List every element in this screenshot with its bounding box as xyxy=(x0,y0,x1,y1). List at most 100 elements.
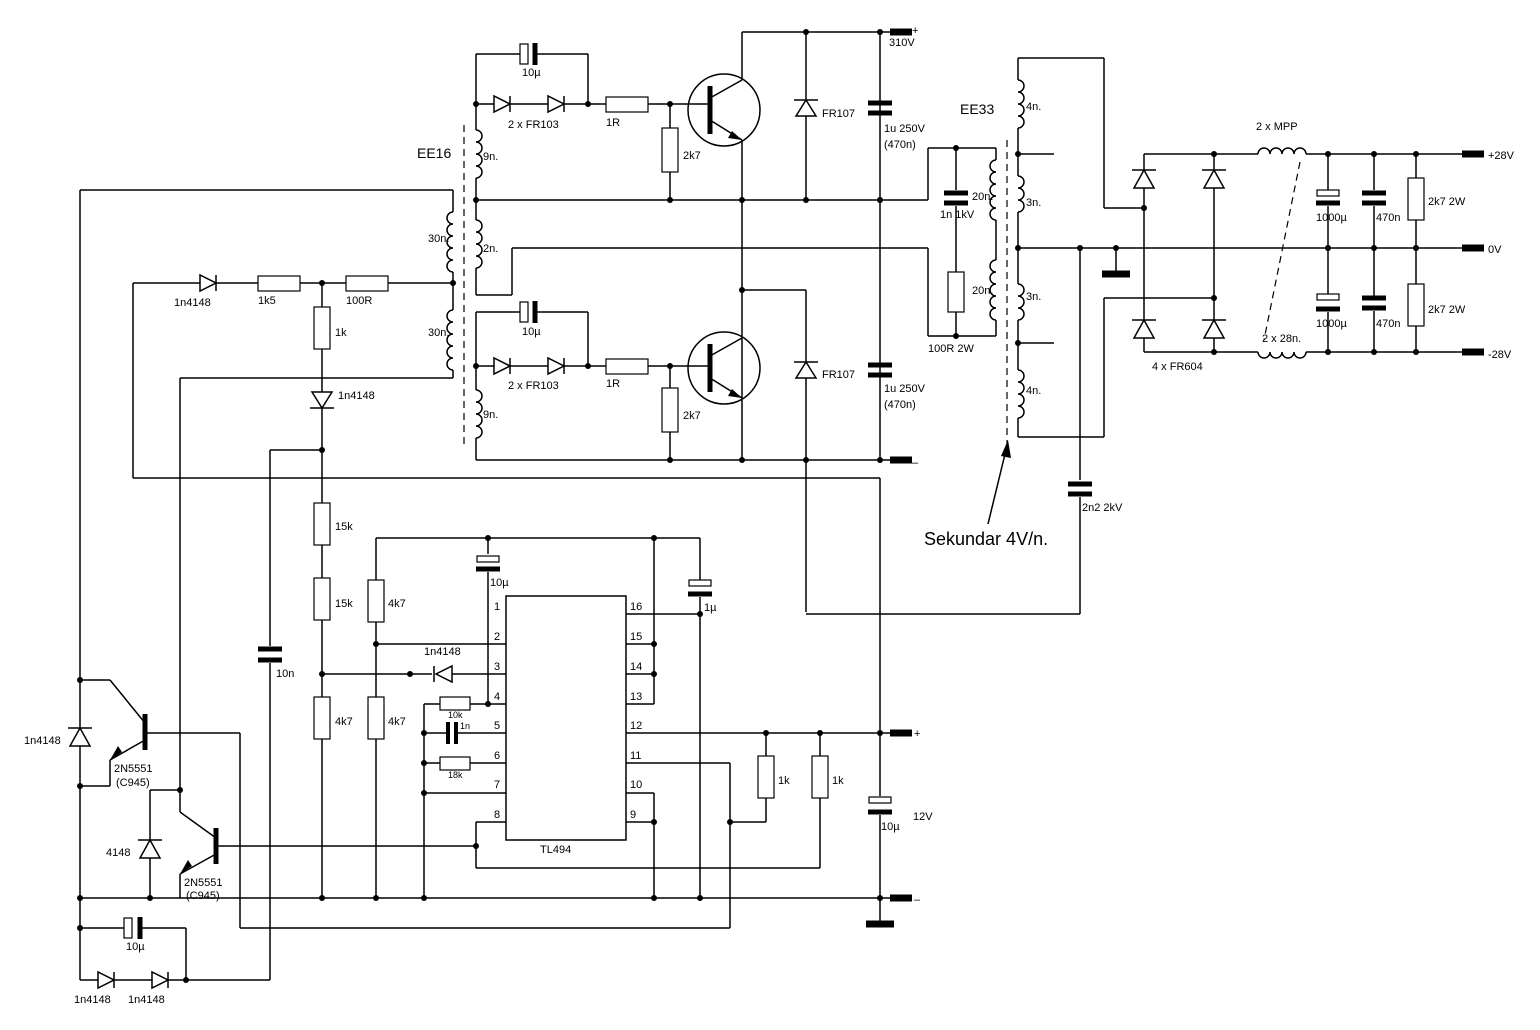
ee16-winding-mid xyxy=(475,219,483,269)
out-cap-1000-bot xyxy=(1316,293,1340,301)
out-cap-470-bot-label: 470n xyxy=(1376,318,1400,330)
r-4k7-a-label: 4k7 xyxy=(335,716,353,728)
secondary-note: Sekundar 4V/n. xyxy=(924,529,1048,549)
pin4-r-label: 10k xyxy=(448,710,463,720)
top-fr103-a xyxy=(493,94,512,114)
driver-transistors: 2N5551 (C945) 1n4148 2N5551 (C945) 4148 … xyxy=(24,190,730,1006)
pin-14: 14 xyxy=(630,661,642,673)
top-gate-2k7 xyxy=(661,127,679,173)
ee33-sec-3-label: 3n. xyxy=(1026,291,1041,303)
top-fr103-label: 2 x FR103 xyxy=(508,119,559,131)
ee16-winding-top-label: 9n. xyxy=(483,151,498,163)
v12-cap-label: 10µ xyxy=(881,821,900,833)
pin16-cap-label: 1µ xyxy=(704,602,717,614)
bridge-diode-4 xyxy=(1202,318,1226,339)
bottom-diode-b xyxy=(151,970,170,990)
bottom-gate-cap-label: 10µ xyxy=(522,326,541,338)
r-4k7-b-label: 4k7 xyxy=(388,598,406,610)
pin-1: 1 xyxy=(494,601,500,613)
pin-13: 13 xyxy=(630,691,642,703)
bottom-diode-a xyxy=(97,970,116,990)
bus-cap-bottom-alt: (470n) xyxy=(884,399,916,411)
feedback-network: 1n4148 1k5 100R 1k 1n4148 10n 15k 15k 4k… xyxy=(132,273,881,980)
r-15k-b-label: 15k xyxy=(335,598,353,610)
snubber-r-label: 100R 2W xyxy=(928,343,974,355)
ee16-winding-bot-label: 9n. xyxy=(483,409,498,421)
output-stage: 0V 2n2 2kV 4 x FR6 xyxy=(806,58,1515,615)
vref-cap-label: 10µ xyxy=(490,577,509,589)
pin-7: 7 xyxy=(494,779,500,791)
r-15k-a-label: 15k xyxy=(335,521,353,533)
bus-cap-top-alt: (470n) xyxy=(884,139,916,151)
bottom-gate-2k7 xyxy=(661,387,679,433)
fb-diode-2-label: 1n4148 xyxy=(338,390,375,402)
pin-15: 15 xyxy=(630,631,642,643)
bridge-diode-2 xyxy=(1202,168,1226,189)
r-4k7-c xyxy=(367,696,385,740)
tl494-label: TL494 xyxy=(540,844,571,856)
ee33-sec-4 xyxy=(1017,369,1025,419)
v12-cap xyxy=(868,796,892,804)
bottom-gate-cap xyxy=(519,301,529,323)
v12-minus-label: – xyxy=(914,894,921,906)
ee33-transformer: EE33 20n. 20n. 1n 1kV 100R 2W 4n. xyxy=(880,57,1104,549)
q2-alt: (C945) xyxy=(186,890,220,902)
ee33-primary-top xyxy=(989,159,997,221)
q1-name: 2N5551 xyxy=(114,763,153,775)
tl494-body xyxy=(505,595,627,841)
pin-10: 10 xyxy=(630,779,642,791)
fb-r-100r-label: 100R xyxy=(346,295,372,307)
fb-r-1k5-label: 1k5 xyxy=(258,295,276,307)
top-gate-cap xyxy=(519,43,529,65)
snubber-cap-label: 1n 1kV xyxy=(940,209,975,221)
pin-4: 4 xyxy=(494,691,500,703)
cap-2n2-label: 2n2 2kV xyxy=(1082,502,1123,514)
hv-minus-label: – xyxy=(912,457,919,469)
out-pos-label: +28V xyxy=(1488,150,1515,162)
top-gate-cap-label: 10µ xyxy=(522,67,541,79)
out-r-1k-b xyxy=(811,755,829,799)
ee33-sec-1 xyxy=(1017,79,1025,129)
ee16-winding-mid-label: 2n. xyxy=(483,243,498,255)
q1-diode-label: 1n4148 xyxy=(24,735,61,747)
r-4k7-b xyxy=(367,579,385,623)
bottom-cap-label: 10µ xyxy=(126,941,145,953)
pin-3: 3 xyxy=(494,661,500,673)
hv-value-label: 310V xyxy=(889,37,915,49)
hv-plus-label: + xyxy=(912,25,918,37)
inductor-top-label: 2 x MPP xyxy=(1256,121,1298,133)
inductor-bottom xyxy=(1257,351,1307,359)
ee33-primary-bot-label: 20n. xyxy=(972,285,993,297)
pin-16: 16 xyxy=(630,601,642,613)
fb-diode-label: 1n4148 xyxy=(174,297,211,309)
ee16-primary-bot-label: 30n. xyxy=(428,327,449,339)
top-transistor xyxy=(687,73,761,147)
cap-10n-label: 10n xyxy=(276,668,294,680)
pin-2: 2 xyxy=(494,631,500,643)
pin6-r xyxy=(439,756,471,771)
bridge-diode-1 xyxy=(1132,168,1156,189)
fb-r-100r xyxy=(345,275,389,292)
ee16-label: EE16 xyxy=(417,145,451,161)
fb-r-1k-label: 1k xyxy=(335,327,347,339)
ee33-sec-1-label: 4n. xyxy=(1026,101,1041,113)
top-gate-1r-label: 1R xyxy=(606,117,620,129)
pin16-cap xyxy=(688,579,712,587)
pin-9: 9 xyxy=(630,809,636,821)
pin3-diode-label: 1n4148 xyxy=(424,646,461,658)
ee33-label: EE33 xyxy=(960,101,994,117)
out-r-top xyxy=(1407,177,1425,221)
pin-5: 5 xyxy=(494,720,500,732)
fb-r-1k5 xyxy=(257,275,301,292)
bridge-label: 4 x FR604 xyxy=(1152,361,1203,373)
out-r-1k-a-label: 1k xyxy=(778,775,790,787)
top-gate-1r xyxy=(605,96,649,113)
fr107-top-label: FR107 xyxy=(822,108,855,120)
out-r-top-label: 2k7 2W xyxy=(1428,196,1466,208)
fb-diode-2 xyxy=(310,391,334,410)
out-cap-1000-bot-label: 1000µ xyxy=(1316,318,1347,330)
bottom-fr103-label: 2 x FR103 xyxy=(508,380,559,392)
fb-diode xyxy=(199,273,218,293)
ee16-transformer: EE16 9n. 2n. 9n. 30n. 30n. xyxy=(80,104,928,460)
